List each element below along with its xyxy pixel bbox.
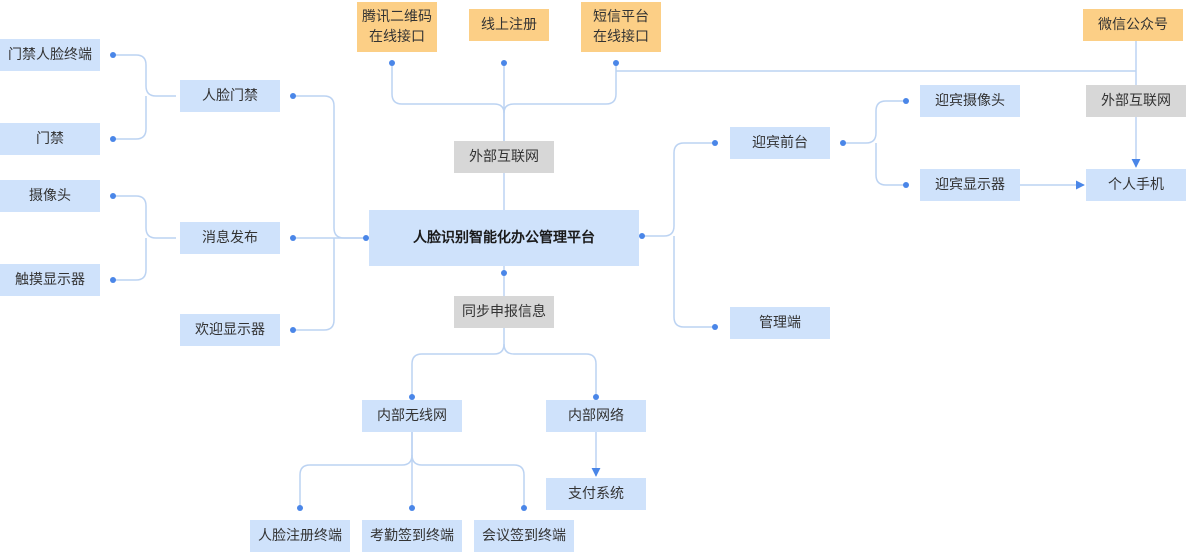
online-register-label: 线上注册 (481, 17, 537, 33)
door-label: 门禁 (36, 131, 64, 147)
meeting-terminal-node[interactable]: 会议签到终端 (474, 520, 574, 552)
connector-dot (593, 394, 599, 400)
connector-dot (501, 60, 507, 66)
link-reception-display (875, 143, 906, 186)
sync-report-node[interactable]: 同步申报信息 (454, 296, 554, 328)
connector-dot (290, 327, 296, 333)
reception-display-node[interactable]: 迎宾显示器 (920, 169, 1020, 201)
link-center-face-door (293, 95, 366, 239)
attendance-terminal-label: 考勤签到终端 (370, 528, 454, 544)
face-door-label: 人脸门禁 (202, 88, 258, 104)
connector-dot (110, 136, 116, 142)
link-face-door-terminal (113, 54, 176, 97)
sms-platform-label-line2: 在线接口 (593, 29, 649, 45)
platform-center-label: 人脸识别智能化办公管理平台 (413, 230, 595, 246)
admin-label: 管理端 (759, 315, 801, 331)
connector-dot (613, 60, 619, 66)
connector-dot (501, 270, 507, 276)
tencent-qr-label-line2: 在线接口 (369, 29, 425, 45)
connector-dot (389, 60, 395, 66)
tencent-qr-node[interactable]: 腾讯二维码 在线接口 (357, 2, 437, 52)
link-internet-tencent (391, 63, 505, 141)
attendance-terminal-node[interactable]: 考勤签到终端 (362, 520, 462, 552)
link-message-camera (113, 195, 176, 239)
wireless-network-node[interactable]: 内部无线网 (362, 400, 462, 432)
link-sync-wireless (411, 328, 505, 397)
welcome-display-label: 欢迎显示器 (195, 322, 265, 338)
mobile-phone-node[interactable]: 个人手机 (1086, 169, 1186, 201)
connector-dot (409, 505, 415, 511)
touch-display-node[interactable]: 触摸显示器 (0, 264, 100, 296)
connector-dot (521, 505, 527, 511)
internet-right-label: 外部互联网 (1101, 93, 1171, 109)
connector-dot (110, 193, 116, 199)
connector-dot (903, 98, 909, 104)
sync-report-label: 同步申报信息 (462, 304, 546, 320)
face-register-terminal-label: 人脸注册终端 (258, 528, 342, 544)
link-message-touch (113, 238, 147, 281)
link-center-welcome (293, 238, 335, 331)
online-register-node[interactable]: 线上注册 (469, 9, 549, 41)
connector-dot (712, 324, 718, 330)
face-register-terminal-node[interactable]: 人脸注册终端 (250, 520, 350, 552)
link-wireless-meeting (411, 454, 525, 508)
payment-system-node[interactable]: 支付系统 (546, 478, 646, 510)
connector-dot (297, 505, 303, 511)
internal-network-node[interactable]: 内部网络 (546, 400, 646, 432)
wireless-network-label: 内部无线网 (377, 408, 447, 424)
sms-platform-node[interactable]: 短信平台 在线接口 (581, 2, 661, 52)
reception-camera-label: 迎宾摄像头 (935, 93, 1005, 109)
connector-dot (110, 277, 116, 283)
reception-label: 迎宾前台 (752, 135, 808, 151)
tencent-qr-label-line1: 腾讯二维码 (362, 9, 432, 25)
mobile-phone-label: 个人手机 (1108, 177, 1164, 193)
wechat-official-node[interactable]: 微信公众号 (1083, 9, 1183, 41)
link-center-admin (673, 236, 715, 328)
link-wireless-face-register (299, 432, 413, 508)
meeting-terminal-label: 会议签到终端 (482, 528, 566, 544)
message-publish-node[interactable]: 消息发布 (180, 222, 280, 254)
internet-right-node[interactable]: 外部互联网 (1086, 85, 1186, 117)
link-center-reception (642, 142, 715, 237)
connector-dot (290, 235, 296, 241)
message-publish-label: 消息发布 (202, 230, 258, 246)
face-door-node[interactable]: 人脸门禁 (180, 80, 280, 112)
connector-dot (903, 182, 909, 188)
link-sync-internal (503, 343, 597, 397)
platform-center-node[interactable]: 人脸识别智能化办公管理平台 (369, 210, 639, 266)
payment-system-label: 支付系统 (568, 486, 624, 502)
sms-platform-label-line1: 短信平台 (593, 9, 649, 25)
door-face-terminal-node[interactable]: 门禁人脸终端 (0, 39, 100, 71)
internet-top-node[interactable]: 外部互联网 (454, 141, 554, 173)
connector-dot (363, 235, 369, 241)
camera-node[interactable]: 摄像头 (0, 180, 100, 212)
admin-node[interactable]: 管理端 (730, 307, 830, 339)
connector-dot (840, 140, 846, 146)
connector-dot (110, 52, 116, 58)
connector-dot (409, 394, 415, 400)
camera-label: 摄像头 (29, 188, 71, 204)
connector-dot (290, 93, 296, 99)
connector-dot (639, 233, 645, 239)
reception-node[interactable]: 迎宾前台 (730, 127, 830, 159)
internet-top-label: 外部互联网 (469, 149, 539, 165)
link-internet-sms (503, 63, 617, 114)
touch-display-label: 触摸显示器 (15, 272, 85, 288)
connector-dot (712, 140, 718, 146)
welcome-display-node[interactable]: 欢迎显示器 (180, 314, 280, 346)
link-reception-camera (843, 100, 906, 144)
door-node[interactable]: 门禁 (0, 123, 100, 155)
internal-network-label: 内部网络 (568, 408, 624, 424)
wechat-official-label: 微信公众号 (1098, 17, 1168, 33)
reception-display-label: 迎宾显示器 (935, 177, 1005, 193)
door-face-terminal-label: 门禁人脸终端 (8, 47, 92, 63)
link-face-door-door (113, 96, 147, 140)
reception-camera-node[interactable]: 迎宾摄像头 (920, 85, 1020, 117)
